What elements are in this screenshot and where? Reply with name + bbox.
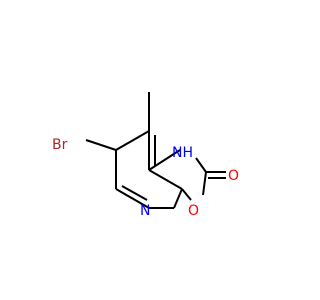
bond-c2-o1 <box>202 171 207 196</box>
molecule-structure: Br NH O O N <box>52 92 240 219</box>
ring-oxygen-label: O <box>188 203 199 219</box>
bond-c7a-nh <box>148 149 181 171</box>
bromine-atom-label: Br <box>52 137 68 153</box>
pyridine-nitrogen-label: N <box>140 203 150 219</box>
bond-c6-br <box>85 139 117 151</box>
nh-atom-label: NH <box>172 145 193 161</box>
bond-c5-c4-inner <box>121 185 148 201</box>
bond-n-c3a <box>173 188 183 209</box>
bond-o1-c3a <box>181 188 192 201</box>
bond-nh-c2 <box>195 157 207 173</box>
carbonyl-oxygen-label: O <box>228 168 239 184</box>
bond-c5-c4 <box>115 188 150 209</box>
bond-c3a-c7a <box>148 169 183 190</box>
bond-c7-c6 <box>115 130 150 151</box>
